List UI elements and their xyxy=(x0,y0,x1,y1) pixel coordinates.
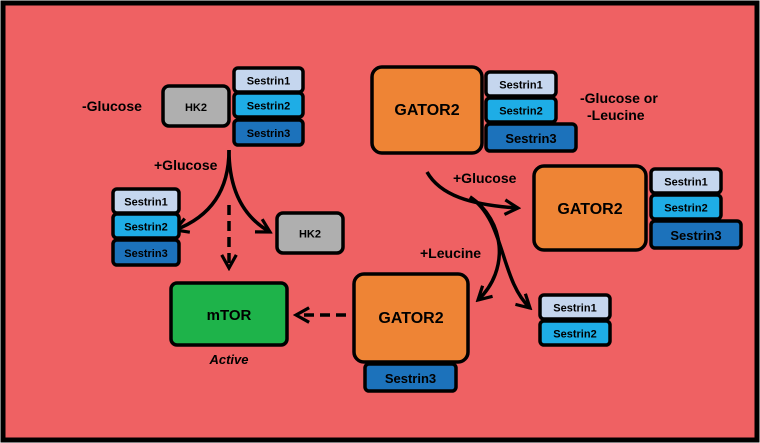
sestrin2-box xyxy=(232,91,305,119)
sestrin2-label: Sestrin2 xyxy=(124,222,167,234)
hk2-sestrin-complex: HK2 Sestrin1 Sestrin2 Sestrin3 xyxy=(161,66,305,147)
gator2-arrows xyxy=(425,171,530,308)
sestrin3-label: Sestrin3 xyxy=(670,228,721,243)
sestrin3-label: Sestrin3 xyxy=(505,131,556,146)
mtor-node: mTOR xyxy=(169,281,289,347)
sestrin3-label: Sestrin3 xyxy=(385,371,436,386)
sestrin3-label: Sestrin3 xyxy=(247,128,290,140)
sestrin2-label: Sestrin2 xyxy=(499,106,542,118)
sestrin1-label: Sestrin1 xyxy=(247,76,290,88)
sestrin2-box xyxy=(111,212,181,240)
sestrin2-box xyxy=(649,193,723,221)
sestrin3-box xyxy=(484,122,578,153)
minus-glucose-label: -Glucose xyxy=(82,98,142,114)
sestrin2-box xyxy=(484,96,558,124)
sestrin1-label: Sestrin1 xyxy=(124,197,167,209)
sestrin3-box xyxy=(111,238,181,267)
minus-glucose-or-label: -Glucose or xyxy=(580,90,658,106)
released-sestrin-stack-right: Sestrin1 Sestrin2 xyxy=(538,293,612,347)
gator2-sestrin-complex-right: GATOR2 Sestrin1 Sestrin2 Sestrin3 xyxy=(532,164,743,252)
gator2-sestrin3-complex-bottom: GATOR2 Sestrin3 xyxy=(352,272,470,393)
sestrin1-label: Sestrin1 xyxy=(499,80,542,92)
hk2-box-released xyxy=(275,211,345,255)
sestrin2-label: Sestrin2 xyxy=(247,101,290,113)
glucose-split-arrows xyxy=(175,149,270,268)
plus-glucose-label-right: +Glucose xyxy=(453,170,517,186)
arrow-icon xyxy=(227,149,270,232)
gator2-box-right xyxy=(532,164,648,252)
arrow-icon xyxy=(468,195,530,308)
sestrin2-label: Sestrin2 xyxy=(664,203,707,215)
sestrin1-box xyxy=(484,70,558,98)
sestrin3-box xyxy=(649,219,743,250)
gator2-sestrin-complex-top: GATOR2 Sestrin1 Sestrin2 Sestrin3 xyxy=(370,65,578,155)
sestrin3-box xyxy=(363,362,458,393)
sestrin3-box xyxy=(232,118,305,147)
gator2-label-right: GATOR2 xyxy=(557,201,622,218)
mtor-label: mTOR xyxy=(207,307,252,324)
gator2-label-top: GATOR2 xyxy=(394,102,459,119)
sestrin1-label: Sestrin1 xyxy=(553,303,596,315)
minus-leucine-label: -Leucine xyxy=(587,107,645,123)
hk2-label-released: HK2 xyxy=(299,229,321,241)
active-label: Active xyxy=(208,352,248,367)
sestrin1-box xyxy=(649,167,723,195)
gator2-box-bottom xyxy=(352,272,470,364)
sestrin2-label: Sestrin2 xyxy=(553,329,596,341)
sestrin3-label: Sestrin3 xyxy=(124,248,167,260)
arrow-icon xyxy=(425,171,518,208)
hk2-box-top xyxy=(161,84,231,128)
released-sestrin-stack-left: Sestrin1 Sestrin2 Sestrin3 xyxy=(111,187,181,267)
sestrin1-box xyxy=(538,293,612,321)
plus-leucine-label: +Leucine xyxy=(420,245,481,261)
sestrin1-label: Sestrin1 xyxy=(664,177,707,189)
sestrin2-box xyxy=(538,319,612,347)
plus-glucose-label-left: +Glucose xyxy=(154,157,218,173)
gator2-label-bottom: GATOR2 xyxy=(378,310,443,327)
mtor-box xyxy=(169,281,289,347)
gator2-box-top xyxy=(370,65,484,155)
hk2-label-top: HK2 xyxy=(185,102,207,114)
